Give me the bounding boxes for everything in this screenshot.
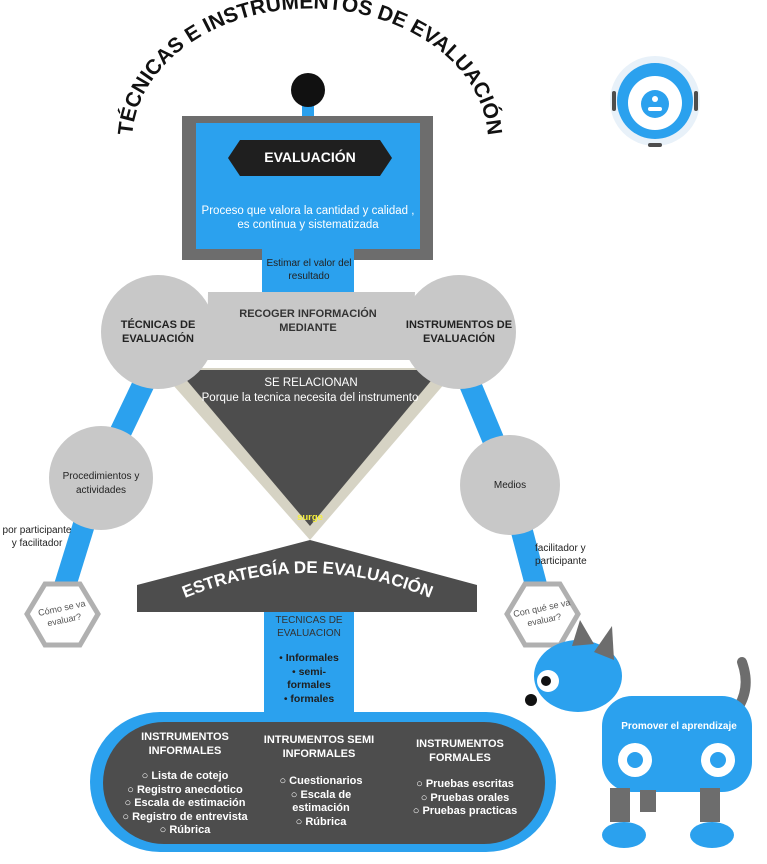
- tecnicas-tipos-title: TECNICAS DE EVALUACION: [275, 615, 343, 639]
- evaluacion-label: EVALUACIÓN: [264, 149, 356, 165]
- procedimientos-text: Procedimientos y actividades: [62, 471, 140, 496]
- instrumento-item: Pruebas orales: [405, 792, 525, 806]
- tecnica-tipo-item: formales: [272, 693, 346, 707]
- instrumento-item: Lista de cotejo: [120, 770, 250, 784]
- evaluacion-definition: Proceso que valora la cantidad y calidad…: [201, 205, 415, 231]
- robot-antenna: [291, 73, 325, 122]
- relacionan-text: Porque la tecnica necesita del instrumen…: [201, 392, 419, 404]
- recoger-text: RECOGER INFORMACIÓN MEDIANTE: [239, 308, 377, 334]
- dog-text: Promover el aprendizaje: [621, 721, 737, 732]
- instrumentos-informales-title: INSTRUMENTOS INFORMALES: [141, 731, 229, 757]
- instrumento-item: Rúbrica: [278, 816, 364, 830]
- robot-dog-icon: [525, 620, 752, 848]
- instrumentos-circle-text: INSTRUMENTOS DE EVALUACIÓN: [405, 319, 513, 345]
- relacionan-title: SE RELACIONAN: [264, 377, 358, 389]
- robot-vacuum-icon: [610, 56, 700, 147]
- body-triangle: [178, 370, 440, 526]
- instrumento-item: Pruebas practicas: [405, 805, 525, 819]
- instrumento-item: Registro de entrevista: [120, 811, 250, 825]
- instrumentos-circle: [402, 275, 516, 389]
- facilitador-participante-text: facilitador y participante: [535, 543, 587, 567]
- instrumentos-formales-title: INSTRUMENTOS FORMALES: [416, 738, 504, 764]
- tecnicas-tipos-list: Informales semi-formales formales: [272, 652, 346, 706]
- por-participante-text: por participante y facilitador: [2, 525, 72, 549]
- tecnicas-circle: [101, 275, 215, 389]
- instrumento-item: Registro anecdotico: [120, 784, 250, 798]
- instrumento-item: Cuestionarios: [278, 775, 364, 789]
- instrumento-item: Pruebas escritas: [405, 778, 525, 792]
- instrumentos-semi-title: INTRUMENTOS SEMI INFORMALES: [263, 734, 375, 760]
- instrumentos-informales-list: Lista de cotejo Registro anecdotico Esca…: [120, 770, 250, 838]
- medios-text: Medios: [493, 480, 527, 491]
- estrategia-shape: [137, 540, 477, 612]
- surge-text: surge: [297, 512, 323, 523]
- neck-text: Estimar el valor del resultado: [266, 258, 352, 282]
- tecnica-tipo-item: semi-formales: [272, 666, 346, 693]
- instrumento-item: Escala de estimación: [120, 797, 250, 811]
- evaluacion-label-box: [228, 140, 392, 176]
- instrumentos-semi-list: Cuestionarios Escala de estimación Rúbri…: [278, 775, 364, 829]
- left-hand-hexagon: [24, 581, 101, 648]
- procedimientos-circle: [49, 426, 153, 530]
- recoger-bar: [207, 292, 415, 360]
- robot-neck: [262, 249, 354, 294]
- tecnica-tipo-item: Informales: [272, 652, 346, 666]
- instrumento-item: Escala de estimación: [278, 789, 364, 816]
- tecnicas-circle-text: TÉCNICAS DE EVALUACIÓN: [120, 319, 196, 345]
- instrumento-item: Rúbrica: [120, 824, 250, 838]
- medios-circle: [460, 435, 560, 535]
- instrumentos-formales-list: Pruebas escritas Pruebas orales Pruebas …: [405, 778, 525, 819]
